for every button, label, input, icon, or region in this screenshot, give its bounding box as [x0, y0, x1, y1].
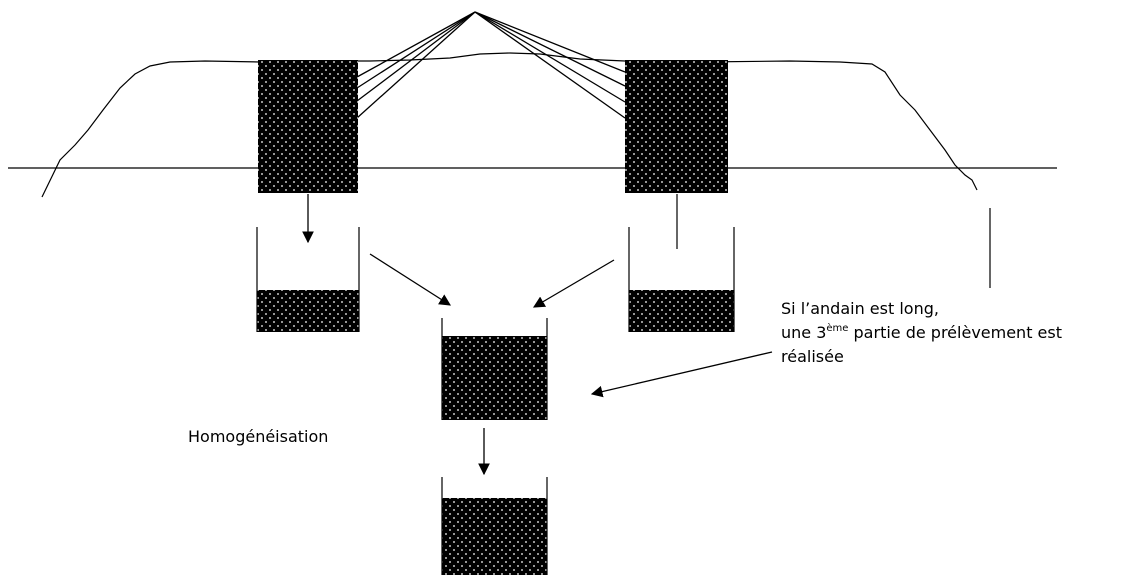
bucket-right: [628, 227, 735, 332]
arrow-right-bucket-to-mix: [532, 259, 615, 308]
third-sample-note: Si l’andain est long, une 3ème partie de…: [781, 297, 1062, 369]
note-line-2-prefix: une 3: [781, 323, 827, 342]
bucket-final: [441, 477, 548, 575]
sampling-zone-right: [625, 60, 728, 193]
arrow-left-bucket-to-mix: [369, 253, 451, 306]
homogenization-label: Homogénéisation: [188, 427, 329, 446]
note-line-3: réalisée: [781, 347, 844, 366]
note-line-2-suffix: partie de prélèvement est: [848, 323, 1063, 342]
bucket-left: [256, 227, 360, 332]
arrow-note-to-mix: [590, 351, 773, 398]
sampling-lines: [356, 11, 626, 119]
note-line-2: une 3ème partie de prélèvement est: [781, 321, 1062, 345]
sampling-zone-left: [258, 60, 358, 193]
windrow-profile: [41, 52, 978, 198]
note-line-1: Si l’andain est long,: [781, 299, 939, 318]
note-line-2-superscript: ème: [826, 323, 849, 334]
bucket-mix: [441, 318, 548, 420]
